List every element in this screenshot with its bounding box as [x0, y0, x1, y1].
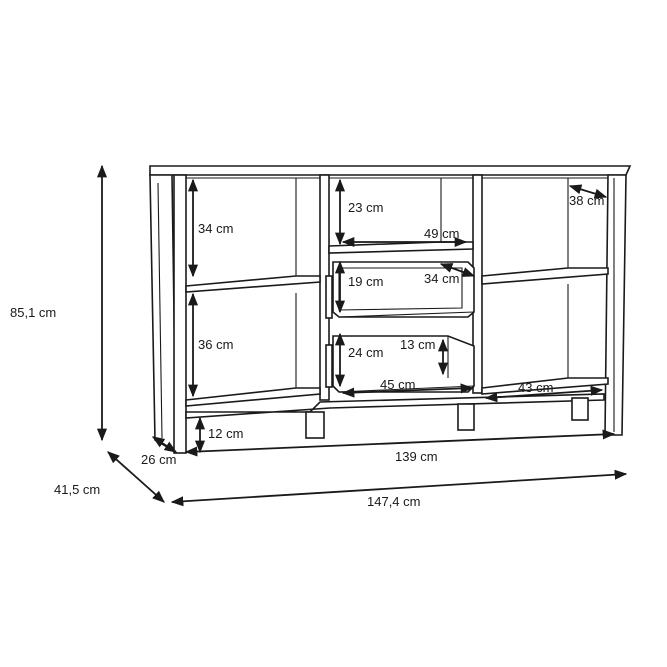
drawer-width-arrow	[341, 383, 474, 398]
label-drawer-depth: 34 cm	[424, 271, 459, 286]
label-depth-total: 41,5 cm	[54, 482, 100, 497]
label-height-total: 85,1 cm	[10, 305, 56, 320]
label-width-total: 147,4 cm	[367, 494, 420, 509]
cabinet-outline	[149, 165, 632, 454]
label-inner-width: 139 cm	[395, 449, 438, 464]
label-middle-shelf-width: 49 cm	[424, 226, 459, 241]
width-total-arrow	[170, 469, 628, 507]
right-width-arrow	[484, 385, 604, 403]
label-left-lower-height: 36 cm	[198, 337, 233, 352]
label-plinth-height: 12 cm	[208, 426, 243, 441]
label-drawer-side-height: 13 cm	[400, 337, 435, 352]
inner-width-arrow	[184, 429, 616, 457]
drawer-depth-arrow	[439, 263, 476, 277]
label-left-upper-height: 34 cm	[198, 221, 233, 236]
label-drawer-height-lower: 24 cm	[348, 345, 383, 360]
label-drawer-width: 45 cm	[380, 377, 415, 392]
side-depth-arrow	[151, 436, 178, 453]
label-right-width: 43 cm	[518, 380, 553, 395]
right-shelf-depth-arrow	[568, 184, 608, 199]
label-side-depth: 26 cm	[141, 452, 176, 467]
label-drawer-height-upper: 19 cm	[348, 274, 383, 289]
label-middle-top-height: 23 cm	[348, 200, 383, 215]
label-right-shelf-depth: 38 cm	[569, 193, 604, 208]
depth-total-arrow	[107, 451, 165, 503]
